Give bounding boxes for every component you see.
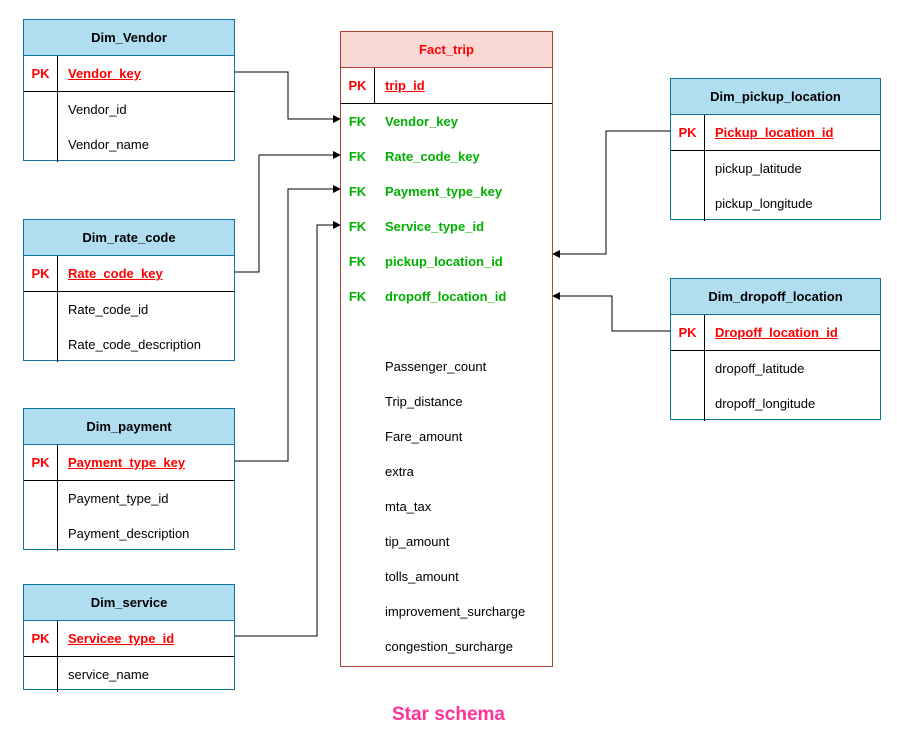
measure-field: extra bbox=[385, 464, 414, 479]
fk-tag: FK bbox=[348, 114, 367, 129]
fk-field: Rate_code_key bbox=[385, 149, 480, 164]
field: Rate_code_description bbox=[68, 337, 201, 352]
measure-field: tip_amount bbox=[385, 534, 450, 549]
table-title: Dim_pickup_location bbox=[671, 79, 880, 115]
pk-field: Pickup_location_id bbox=[715, 125, 834, 140]
fk-row: FK Payment_type_key bbox=[341, 174, 552, 209]
measure-field: Fare_amount bbox=[385, 429, 463, 444]
fk-tag: FK bbox=[348, 289, 367, 304]
pk-tag: PK bbox=[671, 315, 705, 350]
pk-tag: PK bbox=[24, 56, 58, 91]
fields: pickup_latitude pickup_longitude bbox=[671, 151, 880, 221]
table-title: Dim_rate_code bbox=[24, 220, 234, 256]
connector-payment bbox=[235, 185, 341, 462]
field: Payment_type_id bbox=[68, 491, 169, 506]
fk-tag: FK bbox=[348, 254, 367, 269]
measure-field: Passenger_count bbox=[385, 359, 487, 374]
pk-row: PK Payment_type_key bbox=[24, 445, 234, 481]
pk-field: trip_id bbox=[385, 78, 425, 93]
connector-pickup bbox=[552, 130, 670, 258]
fk-tag: FK bbox=[348, 184, 367, 199]
pk-tag: PK bbox=[341, 68, 375, 103]
pk-tag: PK bbox=[24, 621, 58, 656]
fk-field: Payment_type_key bbox=[385, 184, 503, 199]
fk-field: Vendor_key bbox=[385, 114, 458, 129]
table-title: Dim_dropoff_location bbox=[671, 279, 880, 315]
pk-row: PK Pickup_location_id bbox=[671, 115, 880, 151]
fk-row: FK Rate_code_key bbox=[341, 139, 552, 174]
pk-tag: PK bbox=[671, 115, 705, 150]
fk-tag: FK bbox=[348, 219, 367, 234]
fields: service_name bbox=[24, 657, 234, 692]
pk-field: Rate_code_key bbox=[68, 266, 163, 281]
table-title: Dim_Vendor bbox=[24, 20, 234, 56]
pk-field: Servicee_type_id bbox=[68, 631, 175, 646]
field: pickup_latitude bbox=[715, 161, 802, 176]
measure-field: Trip_distance bbox=[385, 394, 463, 409]
fields: Vendor_id Vendor_name bbox=[24, 92, 234, 162]
pk-row: PK Rate_code_key bbox=[24, 256, 234, 292]
field: Payment_description bbox=[68, 526, 190, 541]
fk-row: FK Service_type_id bbox=[341, 209, 552, 244]
connector-vendor bbox=[235, 71, 341, 123]
field: Vendor_name bbox=[68, 137, 149, 152]
field: dropoff_longitude bbox=[715, 396, 816, 411]
field: service_name bbox=[68, 667, 149, 682]
pk-field: Payment_type_key bbox=[68, 455, 186, 470]
fk-field: pickup_location_id bbox=[385, 254, 503, 269]
field: Vendor_id bbox=[68, 102, 127, 117]
pk-field: Dropoff_location_id bbox=[715, 325, 838, 340]
fk-tag: FK bbox=[348, 149, 367, 164]
fk-field: Service_type_id bbox=[385, 219, 485, 234]
measure-field: tolls_amount bbox=[385, 569, 459, 584]
fact-trip-table: Fact_trip PK trip_id FK Vendor_key FK Rate… bbox=[340, 31, 553, 667]
dim-service-table: Dim_service PK Servicee_type_id service_… bbox=[23, 584, 235, 692]
fk-row: FK dropoff_location_id bbox=[341, 279, 552, 314]
field: Rate_code_id bbox=[68, 302, 149, 317]
dim-rate-code-table: Dim_rate_code PK Rate_code_key Rate_code… bbox=[23, 219, 235, 362]
pk-row: PK Dropoff_location_id bbox=[671, 315, 880, 351]
measure-field: congestion_surcharge bbox=[385, 639, 513, 654]
pk-field: Vendor_key bbox=[68, 66, 141, 81]
field: pickup_longitude bbox=[715, 196, 813, 211]
dim-pickup-location-table: Dim_pickup_location PK Pickup_location_i… bbox=[670, 78, 881, 221]
pk-row: PK Servicee_type_id bbox=[24, 621, 234, 657]
fields: dropoff_latitude dropoff_longitude bbox=[671, 351, 880, 421]
dim-payment-table: Dim_payment PK Payment_type_key Payment_… bbox=[23, 408, 235, 551]
dim-dropoff-location-table: Dim_dropoff_location PK Dropoff_location… bbox=[670, 278, 881, 421]
spacer-row bbox=[341, 314, 552, 349]
pk-tag: PK bbox=[24, 445, 58, 480]
table-title: Fact_trip bbox=[341, 32, 552, 68]
measure-field: mta_tax bbox=[385, 499, 432, 514]
connector-service bbox=[235, 221, 341, 637]
fk-row: FK Vendor_key bbox=[341, 104, 552, 139]
fields: Payment_type_id Payment_description bbox=[24, 481, 234, 551]
pk-tag: PK bbox=[24, 256, 58, 291]
measure-field: improvement_surcharge bbox=[385, 604, 526, 619]
field: dropoff_latitude bbox=[715, 361, 805, 376]
table-title: Dim_payment bbox=[24, 409, 234, 445]
table-title: Dim_service bbox=[24, 585, 234, 621]
pk-row: PK Vendor_key bbox=[24, 56, 234, 92]
connector-dropoff bbox=[552, 292, 670, 332]
dim-vendor-table: Dim_Vendor PK Vendor_key Vendor_id Vendo… bbox=[23, 19, 235, 162]
fk-row: FK pickup_location_id bbox=[341, 244, 552, 279]
diagram-caption: Star schema bbox=[391, 704, 505, 725]
pk-row: PK trip_id bbox=[341, 68, 552, 104]
fk-field: dropoff_location_id bbox=[385, 289, 507, 304]
connector-rate-code bbox=[235, 151, 341, 273]
fields: Rate_code_id Rate_code_description bbox=[24, 292, 234, 362]
